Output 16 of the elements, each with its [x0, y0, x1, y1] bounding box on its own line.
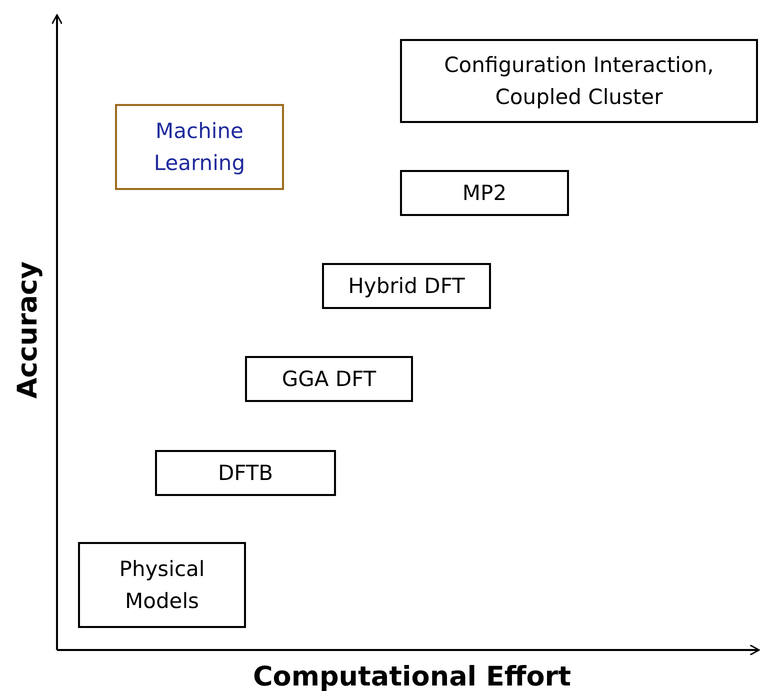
method-box	[78, 542, 246, 628]
y-axis-title: Accuracy	[12, 261, 44, 399]
method-name: Hybrid DFT	[348, 273, 465, 300]
method-name: DFTB	[218, 460, 274, 487]
method-box	[115, 104, 284, 190]
method-name: Machine Learning	[152, 118, 246, 177]
method-name: Configuration Interaction, Coupled Cluster	[443, 52, 715, 111]
method-box	[155, 450, 336, 496]
method-box	[400, 170, 569, 216]
method-box	[245, 356, 413, 402]
method-box	[400, 39, 758, 123]
method-name: MP2	[462, 180, 507, 207]
method-name: Physical Models	[118, 556, 206, 615]
method-box	[322, 263, 491, 309]
method-name: GGA DFT	[282, 366, 376, 393]
x-axis-title: Computational Effort	[252, 662, 572, 691]
